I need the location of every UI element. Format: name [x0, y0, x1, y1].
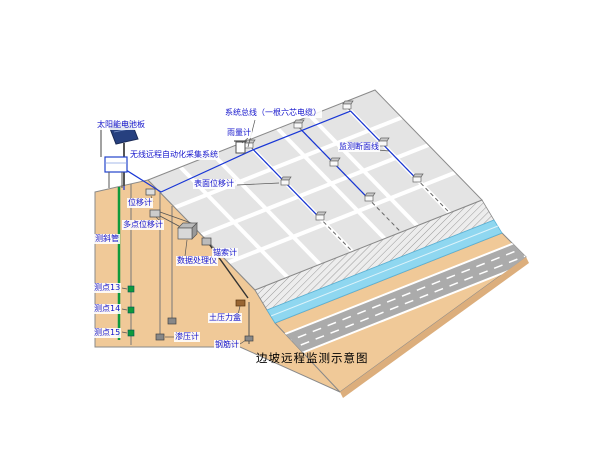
measure-point-14: [127, 306, 135, 314]
cross-section-instruments: [117, 184, 254, 345]
rain-gauge-icon: [234, 140, 247, 154]
label-point-14: 测点14: [93, 304, 122, 314]
measure-point-13: [127, 285, 135, 293]
label-rebar-meter: 钢筋计: [214, 340, 240, 350]
rtu-box: [104, 156, 128, 173]
lane-marking: [285, 254, 526, 352]
measure-point-15: [127, 329, 135, 337]
displacement-meter-icon: [145, 188, 156, 196]
label-rain-gauge: 雨量计: [226, 128, 252, 138]
rebar-meter-icon: [244, 302, 254, 344]
label-point-13: 测点13: [93, 283, 122, 293]
label-wireless-system: 无线远程自动化采集系统: [129, 150, 219, 160]
piezometer-sensor: [155, 333, 165, 341]
diagram-caption: 边坡远程监测示意图: [256, 351, 369, 365]
surface-monuments: [244, 100, 424, 221]
label-surface-displacement: 表面位移计: [193, 179, 235, 189]
monument: [244, 139, 256, 149]
monument: [342, 100, 354, 110]
label-data-processor: 数据处理仪: [176, 256, 218, 266]
lane-marking: [282, 246, 526, 345]
label-point-15: 测点15: [93, 328, 122, 338]
road: [279, 239, 526, 359]
label-anchor-meter: 锚索计: [212, 248, 238, 258]
data-processor-icon: [177, 222, 198, 240]
monument: [329, 157, 341, 167]
label-system-bus: 系统总线（一根六芯电缆）: [224, 108, 322, 118]
monument: [280, 176, 292, 186]
monument: [412, 173, 424, 183]
label-displacement: 位移计: [127, 198, 153, 208]
ground-front-edge: [340, 257, 529, 398]
label-inclinometer-tube: 测斜管: [94, 234, 120, 244]
monument: [315, 211, 327, 221]
label-seepage-meter: 渗压计: [174, 332, 200, 342]
label-earth-pressure-cell: 土压力盒: [208, 313, 242, 323]
label-multipoint-displacement: 多点位移计: [122, 220, 164, 230]
monitoring-section-lines: [244, 102, 450, 252]
label-solar-panel: 太阳能电池板: [96, 120, 146, 130]
monument: [364, 192, 376, 202]
earth-pressure-cell-icon: [235, 299, 246, 307]
drainage-channel: [266, 219, 503, 324]
piezometer-sensor: [167, 317, 177, 325]
monument: [293, 119, 305, 129]
monument: [378, 137, 390, 147]
label-monitoring-section: 监测断面线: [338, 142, 380, 152]
